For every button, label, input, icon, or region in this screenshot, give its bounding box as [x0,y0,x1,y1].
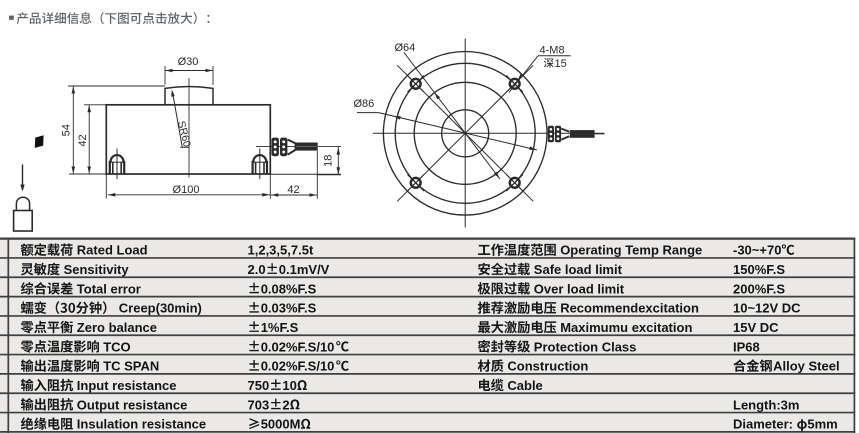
svg-text:5mm: 5mm [807,417,837,432]
svg-text:54: 54 [61,124,73,136]
svg-text:Operating Temp Range: Operating Temp Range [560,243,702,258]
svg-text:Input resistance: Input resistance [77,378,177,393]
svg-text:42: 42 [287,184,299,196]
svg-text:Recommendexcitation: Recommendexcitation [560,301,699,316]
svg-text:150%F.S: 150%F.S [733,262,785,277]
svg-text:2: 2 [282,397,289,412]
svg-text:10~12V DC: 10~12V DC [733,301,801,316]
svg-text:Diameter:: Diameter: [733,417,793,432]
svg-text:0.08%F.S: 0.08%F.S [261,281,317,296]
svg-text:Rated Load: Rated Load [77,243,148,258]
svg-text:0.02%F.S/10: 0.02%F.S/10 [261,339,335,354]
svg-text:200%F.S: 200%F.S [733,281,785,296]
svg-text:Safe load limit: Safe load limit [534,262,623,277]
svg-text:Total error: Total error [77,281,141,296]
svg-text:TCO: TCO [103,339,130,354]
svg-text:SR60: SR60 [175,120,193,149]
svg-text:Ø86: Ø86 [354,98,375,110]
svg-text:Insulation resistance: Insulation resistance [77,417,206,432]
svg-text:750: 750 [248,378,270,393]
svg-text:-30~+70: -30~+70 [733,243,781,258]
svg-text:Zero balance: Zero balance [77,320,157,335]
svg-text:Ø64: Ø64 [395,42,416,54]
svg-text:18: 18 [323,155,335,167]
svg-text:Sensitivity: Sensitivity [64,262,130,277]
svg-text:1,2,3,5,7.5t: 1,2,3,5,7.5t [248,243,314,258]
svg-text:Creep(30min): Creep(30min) [119,301,202,316]
svg-text:Length:3m: Length:3m [733,397,799,412]
svg-text:Output resistance: Output resistance [77,397,188,412]
svg-text:42: 42 [77,134,89,146]
svg-text:4-M8: 4-M8 [540,45,565,57]
svg-text:Ø100: Ø100 [173,184,200,196]
svg-text:2.0: 2.0 [248,262,266,277]
svg-text:Protection Class: Protection Class [534,339,637,354]
svg-text:Maximumu excitation: Maximumu excitation [560,320,692,335]
svg-text:Cable: Cable [507,378,542,393]
svg-text:Construction: Construction [507,359,588,374]
svg-text:Over load limit: Over load limit [534,281,625,296]
svg-text:10: 10 [282,378,296,393]
svg-text:0.1mV/V: 0.1mV/V [279,262,330,277]
svg-text:703: 703 [248,397,270,412]
svg-text:15V DC: 15V DC [733,320,779,335]
svg-text:15: 15 [555,58,567,70]
svg-text:TC SPAN: TC SPAN [103,359,159,374]
svg-text:Alloy Steel: Alloy Steel [773,359,839,374]
svg-text:0.02%F.S/10: 0.02%F.S/10 [261,359,335,374]
svg-text:IP68: IP68 [733,339,760,354]
svg-text:5000M: 5000M [261,417,301,432]
svg-text:1%F.S: 1%F.S [261,320,299,335]
svg-text:0.03%F.S: 0.03%F.S [261,301,317,316]
svg-text:Ø30: Ø30 [178,56,199,68]
